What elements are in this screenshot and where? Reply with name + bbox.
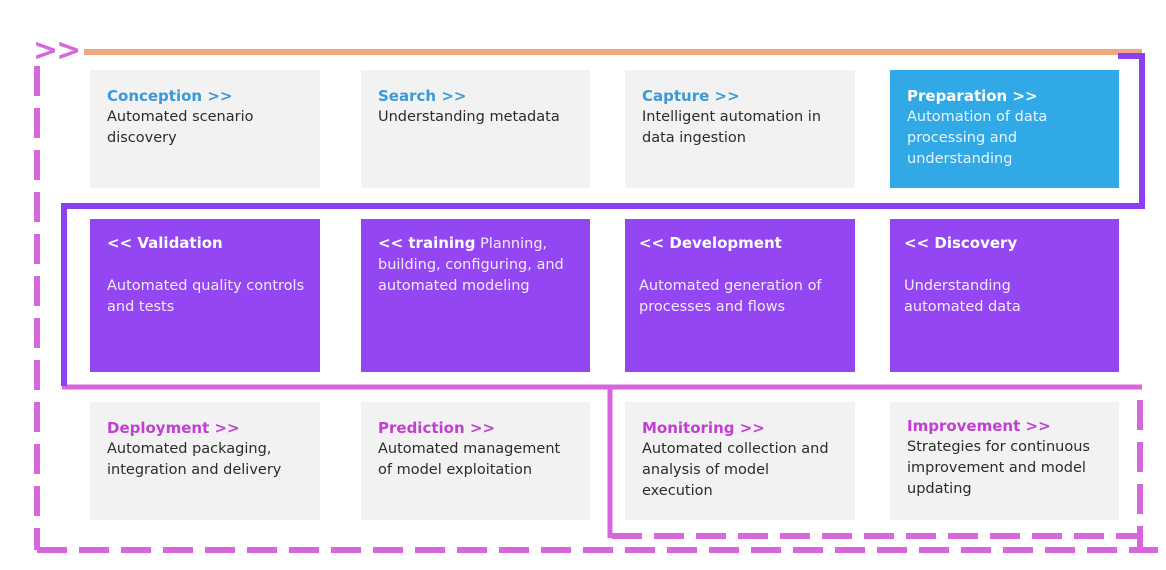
card-title: Search >> [378, 87, 467, 105]
card-desc: Understanding automated data [904, 278, 1021, 315]
card-title: << Validation [107, 234, 223, 252]
card-prediction[interactable]: Prediction >> Automated management of mo… [361, 402, 590, 520]
card-validation[interactable]: << Validation Automated quality controls… [90, 219, 320, 372]
card-development[interactable]: << Development Automated generation of p… [625, 219, 855, 372]
card-desc: Automated collection and analysis of mod… [642, 441, 829, 499]
card-desc: Automation of data processing and unders… [907, 109, 1048, 167]
start-marker: >> [33, 33, 81, 68]
card-title: << Discovery [904, 234, 1018, 252]
card-desc: Automated packaging, integration and del… [107, 441, 282, 478]
card-title: Deployment >> [107, 419, 240, 437]
card-desc: Automated management of model exploitati… [378, 441, 561, 478]
violet-path [61, 53, 1145, 386]
card-desc: Intelligent automation in data ingestion [642, 109, 822, 146]
card-desc: Planning, building, configuring, and aut… [378, 236, 564, 294]
card-improvement[interactable]: Improvement >> Strategies for continuous… [890, 402, 1119, 520]
card-title: << training Planning, building, configur… [378, 234, 564, 294]
card-discovery[interactable]: << Discovery Understanding automated dat… [890, 219, 1119, 372]
card-conception[interactable]: Conception >> Automated scenario discove… [90, 70, 320, 188]
card-desc: Strategies for continuous improvement an… [907, 439, 1090, 497]
card-monitoring[interactable]: Monitoring >> Automated collection and a… [625, 402, 855, 520]
card-preparation[interactable]: Preparation >> Automation of data proces… [890, 70, 1119, 188]
card-title: << Development [639, 234, 782, 252]
card-title: Improvement >> [907, 417, 1051, 435]
card-desc: Automated scenario discovery [107, 109, 254, 146]
card-capture[interactable]: Capture >> Intelligent automation in dat… [625, 70, 855, 188]
card-desc: Automated quality controls and tests [107, 278, 305, 315]
card-title: Preparation >> [907, 87, 1038, 105]
card-title: Prediction >> [378, 419, 496, 437]
card-desc: Automated generation of processes and fl… [639, 278, 822, 315]
card-deployment[interactable]: Deployment >> Automated packaging, integ… [90, 402, 320, 520]
card-training[interactable]: << training Planning, building, configur… [361, 219, 590, 372]
card-search[interactable]: Search >> Understanding metadata [361, 70, 590, 188]
card-title: Capture >> [642, 87, 740, 105]
card-title: Monitoring >> [642, 419, 765, 437]
card-desc: Understanding metadata [378, 109, 560, 125]
card-title: Conception >> [107, 87, 233, 105]
